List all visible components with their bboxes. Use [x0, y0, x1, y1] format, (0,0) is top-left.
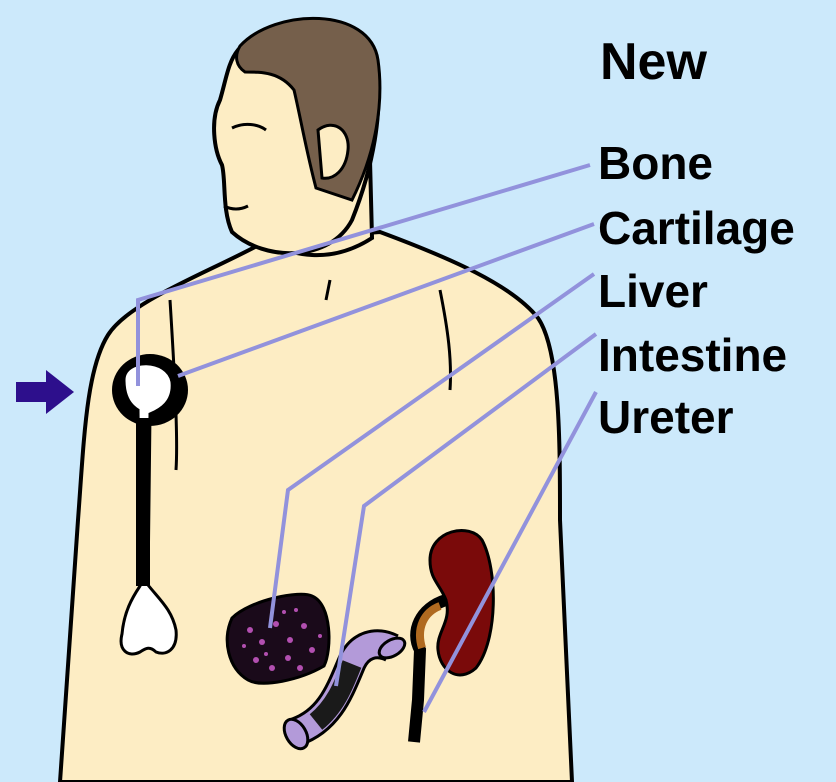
right-arrow-icon: [16, 370, 74, 414]
title: New: [600, 36, 707, 88]
label-bone: Bone: [598, 140, 713, 186]
bone-marrow: [136, 418, 150, 586]
label-ureter: Ureter: [598, 394, 734, 440]
label-intestine: Intestine: [598, 332, 787, 378]
label-liver: Liver: [598, 268, 708, 314]
label-cartilage: Cartilage: [598, 205, 795, 251]
